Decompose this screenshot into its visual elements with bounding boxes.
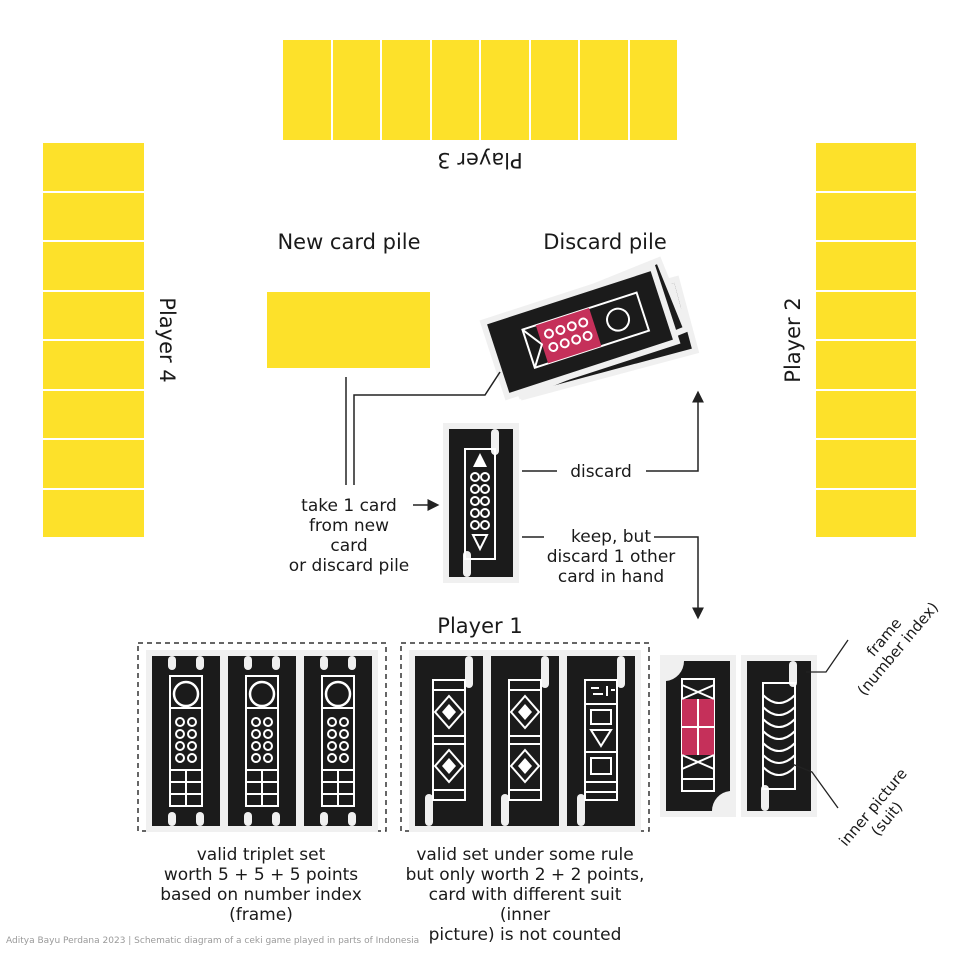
player-4-card-back bbox=[43, 390, 144, 438]
player-2-card-back bbox=[816, 291, 916, 339]
player-2-card-back bbox=[816, 489, 916, 537]
player-4-card-back bbox=[43, 192, 144, 240]
player-3-hand bbox=[283, 40, 677, 140]
player-1-card-3[interactable] bbox=[296, 648, 380, 834]
player-2-card-back bbox=[816, 192, 916, 240]
discard-pile[interactable] bbox=[479, 256, 700, 401]
player-4-card-back bbox=[43, 291, 144, 339]
player-3-card-back bbox=[332, 40, 380, 140]
new-card-pile[interactable] bbox=[267, 292, 430, 368]
player-4-card-back bbox=[43, 143, 144, 191]
player-3-card-back bbox=[431, 40, 479, 140]
player-1-card-2[interactable] bbox=[220, 648, 304, 834]
player-4-card-back bbox=[43, 440, 144, 488]
player-1-card-7[interactable] bbox=[660, 655, 736, 817]
keep-label: keep, but discard 1 other card in hand bbox=[546, 527, 676, 587]
player-2-card-back bbox=[816, 341, 916, 389]
new-card-pile-label: New card pile bbox=[277, 230, 421, 254]
player-1-card-5[interactable] bbox=[484, 649, 566, 833]
discard-pile-label: Discard pile bbox=[543, 230, 667, 254]
player-3-card-back bbox=[382, 40, 430, 140]
player-4-card-back bbox=[43, 242, 144, 290]
player-1-card-1[interactable] bbox=[144, 648, 228, 834]
player-2-card-back bbox=[816, 242, 916, 290]
player-4-hand bbox=[43, 143, 144, 537]
player-2-card-back bbox=[816, 440, 916, 488]
credit-caption: Aditya Bayu Perdana 2023 | Schematic dia… bbox=[6, 936, 420, 946]
player-2-hand bbox=[816, 143, 916, 537]
take-card-label: take 1 card from new card or discard pil… bbox=[288, 496, 410, 576]
player-1-label: Player 1 bbox=[437, 614, 523, 638]
player-4-card-back bbox=[43, 341, 144, 389]
player-3-card-back bbox=[481, 40, 529, 140]
player-1-card-4[interactable] bbox=[408, 649, 490, 833]
player-3-card-back bbox=[530, 40, 578, 140]
player-2-card-back bbox=[816, 143, 916, 191]
player-3-card-back bbox=[283, 40, 331, 140]
player-1-card-6[interactable] bbox=[560, 649, 642, 833]
player-3-card-back bbox=[580, 40, 628, 140]
player-2-card-back bbox=[816, 390, 916, 438]
partial-set-caption: valid set under some rule but only worth… bbox=[405, 845, 645, 945]
player-1-card-8[interactable] bbox=[741, 655, 817, 817]
discard-label: discard bbox=[570, 462, 632, 482]
player-3-card-back bbox=[629, 40, 677, 140]
triplet-set-caption: valid triplet set worth 5 + 5 + 5 points… bbox=[160, 845, 362, 925]
drawn-card[interactable] bbox=[443, 423, 519, 583]
player-4-card-back bbox=[43, 489, 144, 537]
